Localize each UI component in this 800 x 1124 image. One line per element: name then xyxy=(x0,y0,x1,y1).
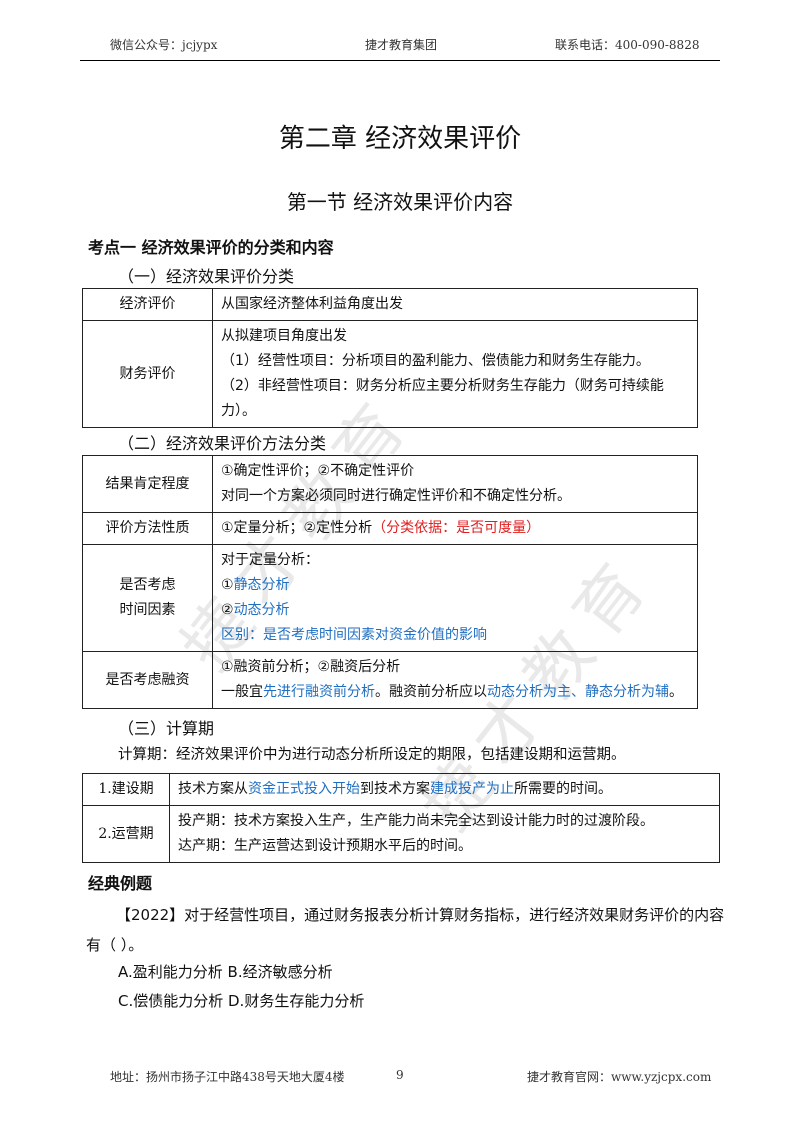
example-heading: 经典例题 xyxy=(88,874,153,893)
table-row: 结果肯定程度 ①确定性评价；②不确定性评价 对同一个方案必须同时进行确定性评价和… xyxy=(82,455,698,513)
page-number: 9 xyxy=(396,1068,404,1082)
row-content: 对于定量分析： ①静态分析 ②动态分析 区别：是否考虑时间因素对资金价值的影响 xyxy=(212,544,698,652)
table-row: 2.运营期 投产期：技术方案投入生产，生产能力尚未完全达到设计能力时的过渡阶段。… xyxy=(82,805,720,863)
calculation-period-table: 1.建设期 技术方案从资金正式投入开始到技术方案建成投产为止所需要的时间。 2.… xyxy=(82,773,720,863)
circled-number: ② xyxy=(221,602,234,618)
row-content: 从拟建项目角度出发 （1）经营性项目：分析项目的盈利能力、偿债能力和财务生存能力… xyxy=(212,320,698,428)
row-content: 技术方案从资金正式投入开始到技术方案建成投产为止所需要的时间。 xyxy=(169,773,720,806)
row-content: 从国家经济整体利益角度出发 xyxy=(212,288,698,321)
content-line: 达产期：生产运营达到设计预期水平后的时间。 xyxy=(178,838,472,854)
row-label: 2.运营期 xyxy=(82,805,170,863)
calculation-period-intro: 计算期：经济效果评价中为进行动态分析所设定的期限，包括建设期和运营期。 xyxy=(118,747,626,763)
text-span: 所需要的时间。 xyxy=(514,781,612,797)
highlight-span: 先进行融资前分析 xyxy=(263,684,375,700)
row-label: 是否考虑 时间因素 xyxy=(82,544,213,652)
table-row: 评价方法性质 ①定量分析；②定性分析（分类依据：是否可度量） xyxy=(82,512,698,545)
row-label: 财务评价 xyxy=(82,320,213,428)
section1-heading: （一）经济效果评价分类 xyxy=(118,267,295,286)
row-label: 1.建设期 xyxy=(82,773,170,806)
row-content: ①确定性评价；②不确定性评价 对同一个方案必须同时进行确定性评价和不确定性分析。 xyxy=(212,455,698,513)
content-line: ①确定性评价；②不确定性评价 xyxy=(221,463,415,479)
classification-basis-note: （分类依据：是否可度量） xyxy=(372,520,541,536)
table-row: 经济评价 从国家经济整体利益角度出发 xyxy=(82,288,698,321)
section-title: 第一节 经济效果评价内容 xyxy=(286,190,514,214)
footer-website: 捷才教育官网：www.yzjcpx.com xyxy=(527,1070,712,1084)
content-text: ①定量分析；②定性分析 xyxy=(221,520,373,536)
content-line: 从拟建项目角度出发 xyxy=(221,328,347,344)
method-category-table: 结果肯定程度 ①确定性评价；②不确定性评价 对同一个方案必须同时进行确定性评价和… xyxy=(82,455,698,709)
difference-note: 区别：是否考虑时间因素对资金价值的影响 xyxy=(221,627,487,643)
table-row: 是否考虑融资 ①融资前分析；②融资后分析 一般宜先进行融资前分析。融资前分析应以… xyxy=(82,651,698,709)
table-row: 1.建设期 技术方案从资金正式投入开始到技术方案建成投产为止所需要的时间。 xyxy=(82,773,720,806)
row-label: 是否考虑融资 xyxy=(82,651,213,709)
option-row-cd: C.偿债能力分析 D.财务生存能力分析 xyxy=(118,992,365,1010)
label-line: 时间因素 xyxy=(119,602,176,618)
header-company: 捷才教育集团 xyxy=(365,38,438,52)
text-span: 。 xyxy=(669,684,683,700)
content-line: （1）经营性项目：分析项目的盈利能力、偿债能力和财务生存能力。 xyxy=(221,353,650,369)
section2-heading: （二）经济效果评价方法分类 xyxy=(118,434,327,453)
highlight-span: 动态分析为主、静态分析为辅 xyxy=(487,684,669,700)
header-phone: 联系电话：400-090-8828 xyxy=(555,38,700,52)
row-content: ①定量分析；②定性分析（分类依据：是否可度量） xyxy=(212,512,698,545)
footer-address: 地址：扬州市扬子江中路438号天地大厦4楼 xyxy=(110,1070,345,1084)
option-row-ab: A.盈利能力分析 B.经济敏感分析 xyxy=(118,963,333,981)
highlight-dynamic: 动态分析 xyxy=(233,602,290,618)
content-line: ②动态分析 xyxy=(221,598,689,623)
table-row: 是否考虑 时间因素 对于定量分析： ①静态分析 ②动态分析 区别：是否考虑时间因… xyxy=(82,544,698,652)
text-span: 一般宜 xyxy=(221,684,263,700)
row-content: 投产期：技术方案投入生产，生产能力尚未完全达到设计能力时的过渡阶段。 达产期：生… xyxy=(169,805,720,863)
evaluation-category-table: 经济评价 从国家经济整体利益角度出发 财务评价 从拟建项目角度出发 （1）经营性… xyxy=(82,288,698,428)
text-span: 。融资前分析应以 xyxy=(375,684,487,700)
text-span: 技术方案从 xyxy=(178,781,248,797)
content-line: 从国家经济整体利益角度出发 xyxy=(221,296,403,312)
example-question: 【2022】对于经营性项目，通过财务报表分析计算财务指标，进行经济效果财务评价的… xyxy=(86,906,725,954)
content-line: ①静态分析 xyxy=(221,573,689,598)
content-line: 投产期：技术方案投入生产，生产能力尚未完全达到设计能力时的过渡阶段。 xyxy=(178,813,654,829)
chapter-title: 第二章 经济效果评价 xyxy=(278,124,522,154)
content-line: 对同一个方案必须同时进行确定性评价和不确定性分析。 xyxy=(221,488,571,504)
content-line: 对于定量分析： xyxy=(221,552,319,568)
row-content: ①融资前分析；②融资后分析 一般宜先进行融资前分析。融资前分析应以动态分析为主、… xyxy=(212,651,698,709)
highlight-static: 静态分析 xyxy=(233,577,290,593)
header-wechat: 微信公众号：jcjypx xyxy=(110,38,218,52)
label-line: 是否考虑 xyxy=(119,577,176,593)
table-row: 财务评价 从拟建项目角度出发 （1）经营性项目：分析项目的盈利能力、偿债能力和财… xyxy=(82,320,698,428)
circled-number: ① xyxy=(221,577,234,593)
content-line: ①融资前分析；②融资后分析 xyxy=(221,659,401,675)
row-label: 评价方法性质 xyxy=(82,512,213,545)
content-line: （2）非经营性项目：财务分析应主要分析财务生存能力（财务可持续能力）。 xyxy=(221,378,664,419)
row-label: 经济评价 xyxy=(82,288,213,321)
text-span: 到技术方案 xyxy=(360,781,430,797)
kaodian-heading: 考点一 经济效果评价的分类和内容 xyxy=(88,238,334,257)
header-divider xyxy=(80,60,720,61)
row-label: 结果肯定程度 xyxy=(82,455,213,513)
content-line: 一般宜先进行融资前分析。融资前分析应以动态分析为主、静态分析为辅。 xyxy=(221,680,689,705)
highlight-span: 资金正式投入开始 xyxy=(248,781,360,797)
section3-heading: （三）计算期 xyxy=(118,719,215,738)
highlight-span: 建成投产为止 xyxy=(430,781,514,797)
